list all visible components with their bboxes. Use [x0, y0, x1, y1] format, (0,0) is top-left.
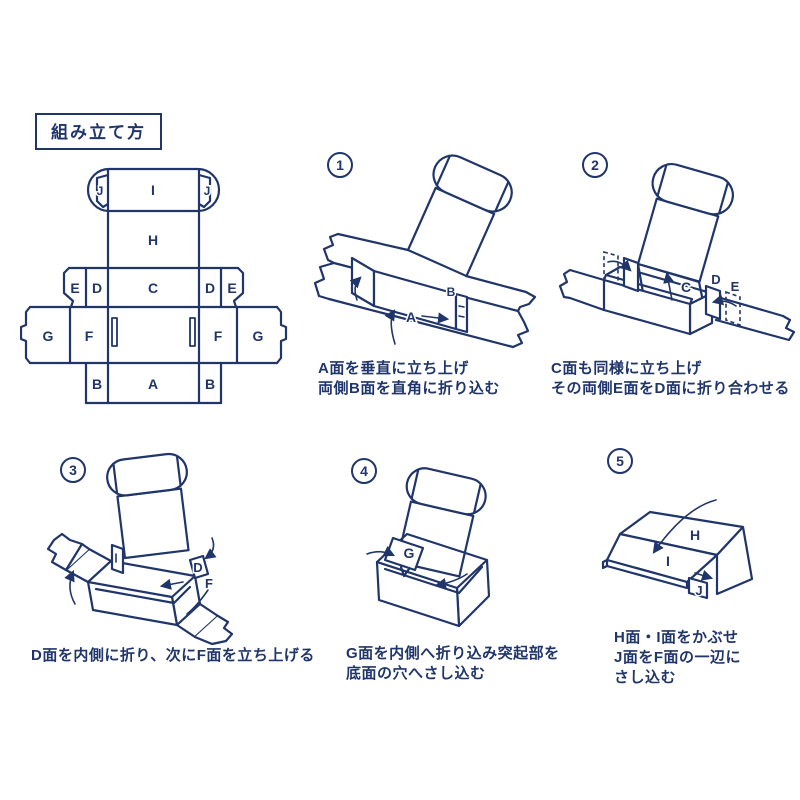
fold-arrow-left-flap — [349, 276, 362, 301]
slot-left — [111, 317, 118, 347]
template-panel-labels: J I J H E D C D E G F F G B A B — [41, 181, 265, 394]
fold-arrow-e-left — [607, 259, 632, 272]
step-5-number: 5 — [607, 448, 633, 474]
panel-label-j-left: J — [97, 184, 104, 198]
panel-label-h: H — [148, 232, 158, 248]
label-j: J — [695, 583, 702, 598]
box-right-face — [715, 525, 754, 596]
fold-arrow-j-in — [694, 569, 714, 581]
flat-sheet — [558, 268, 796, 342]
slot-right — [189, 317, 196, 347]
label-h: H — [690, 527, 700, 543]
fold-arrow-f-up — [64, 569, 76, 605]
formed-tray — [375, 532, 491, 628]
panel-label-e-left: E — [70, 280, 79, 296]
panel-label-g-left: G — [43, 328, 54, 344]
step-5-caption: H面・I面をかぶせ J面をF面の一辺に さし込む — [614, 629, 742, 686]
closing-arrow — [652, 499, 717, 554]
label-a: A — [406, 309, 416, 325]
panel-label-i: I — [151, 182, 155, 198]
panel-label-j-right: J — [204, 184, 211, 198]
d-tab-left — [622, 256, 640, 293]
side-flap-right — [175, 602, 234, 646]
panel-label-a: A — [148, 376, 158, 392]
step-1-number: 1 — [327, 152, 353, 178]
b-flap-left-raised — [350, 256, 376, 308]
fold-arrow-up — [384, 309, 396, 345]
g-tab-right — [275, 305, 288, 365]
fold-arrow-g-in — [366, 545, 396, 557]
front-bottom-strip — [605, 558, 689, 590]
template-outline — [20, 167, 288, 405]
lid-panel — [636, 163, 734, 283]
fold-arrow-e-right — [711, 294, 737, 307]
e-tab-ghost-right — [725, 290, 741, 327]
label-i: I — [666, 553, 670, 569]
step-2-number: 2 — [582, 152, 608, 178]
step-3-diagram: D F — [46, 452, 234, 646]
side-flap-left — [46, 532, 113, 584]
lid-panel — [406, 154, 513, 278]
fold-arrow-c-up — [663, 271, 675, 301]
b-flap-right — [454, 292, 469, 334]
label-f: F — [205, 576, 213, 591]
panel-label-d-right: D — [205, 280, 215, 296]
label-e: E — [731, 279, 740, 294]
panel-label-c: C — [148, 280, 158, 296]
label-b: B — [447, 285, 456, 299]
d-tab-right — [704, 284, 722, 321]
label-d: D — [711, 272, 720, 287]
step-4-caption: G面を内側へ折り込み突起部を 底面の穴へさし込む — [346, 645, 560, 682]
panel-label-g-right: G — [253, 328, 264, 344]
step-1-diagram: A B — [313, 154, 537, 349]
panel-label-d-left: D — [92, 280, 102, 296]
panel-label-e-right: E — [227, 280, 236, 296]
fold-arrow-inner — [434, 573, 468, 590]
step-5-diagram: H I J — [601, 499, 754, 600]
inner-flap-left — [110, 543, 125, 575]
label-g: G — [404, 545, 415, 561]
formed-tray — [602, 265, 714, 336]
step-2-diagram: C D E — [558, 163, 796, 342]
step-3-number: 3 — [60, 457, 86, 483]
step-3-caption: D面を内側に折り、次にF面を立ち上げる — [31, 647, 315, 664]
e-tab-right — [232, 266, 245, 309]
j-tab-left — [95, 173, 110, 209]
formed-tray — [86, 559, 202, 627]
panel-label-f-left: F — [85, 328, 94, 344]
label-d: D — [193, 560, 202, 575]
step-4-diagram: G — [366, 467, 491, 628]
e-tab-ghost-left — [603, 250, 619, 286]
label-c: C — [681, 279, 691, 295]
d-flap-folding — [188, 554, 210, 580]
panel-label-f-right: F — [214, 328, 223, 344]
j-tab — [687, 576, 709, 600]
f-leader-line — [186, 589, 209, 615]
page-title: 組み立て方 — [35, 113, 162, 150]
fold-arrow-to-b — [421, 312, 450, 324]
fold-arrow-d-in — [204, 537, 217, 560]
fold-arrow-inner — [159, 578, 184, 590]
step-2-caption: C面も同様に立ち上げ その両側E面をD面に折り合わせる — [551, 360, 790, 397]
panel-label-b-left: B — [92, 376, 102, 392]
closed-box — [601, 510, 754, 600]
e-tab-left — [62, 266, 75, 309]
g-tab-left — [20, 305, 32, 365]
flat-template-diagram: J I J H E D C D E G F F G B A B — [20, 167, 288, 405]
lid-panel — [106, 452, 190, 560]
step-4-number: 4 — [351, 458, 377, 484]
j-tab-right — [197, 173, 212, 209]
step-1-caption: A面を垂直に立ち上げ 両側B面を直角に折り込む — [318, 360, 500, 397]
panel-label-b-right: B — [205, 376, 215, 392]
